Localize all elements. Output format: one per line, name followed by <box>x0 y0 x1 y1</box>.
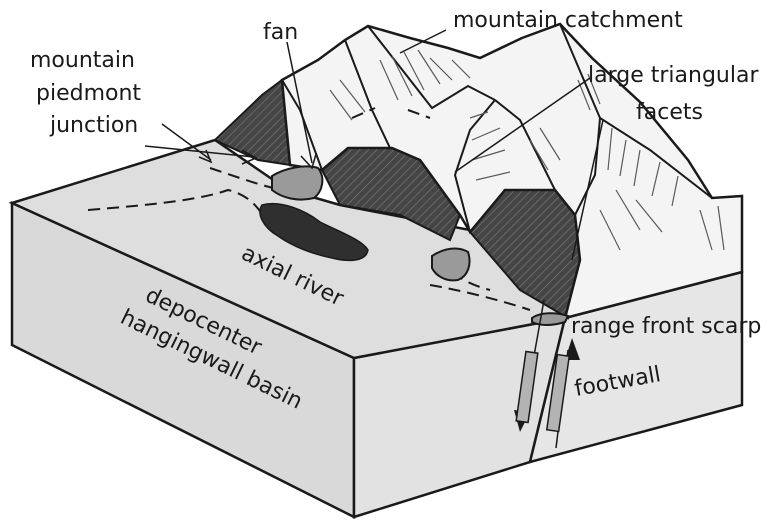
fan-east <box>432 249 470 281</box>
fan-range-front <box>532 313 568 325</box>
label-mountain-piedmont-junction-2: piedmont <box>36 81 141 106</box>
label-range-front-scarp: range front scarp <box>571 314 761 339</box>
fan-central <box>272 166 322 199</box>
label-large-triangular-facets-1: large triangular <box>588 63 759 88</box>
label-mountain-piedmont-junction-3: junction <box>49 113 138 138</box>
label-mountain-piedmont-junction-1: mountain <box>30 48 135 73</box>
label-large-triangular-facets-2: facets <box>636 100 703 125</box>
label-mountain-catchment: mountain catchment <box>453 8 683 33</box>
label-fan: fan <box>263 20 298 45</box>
